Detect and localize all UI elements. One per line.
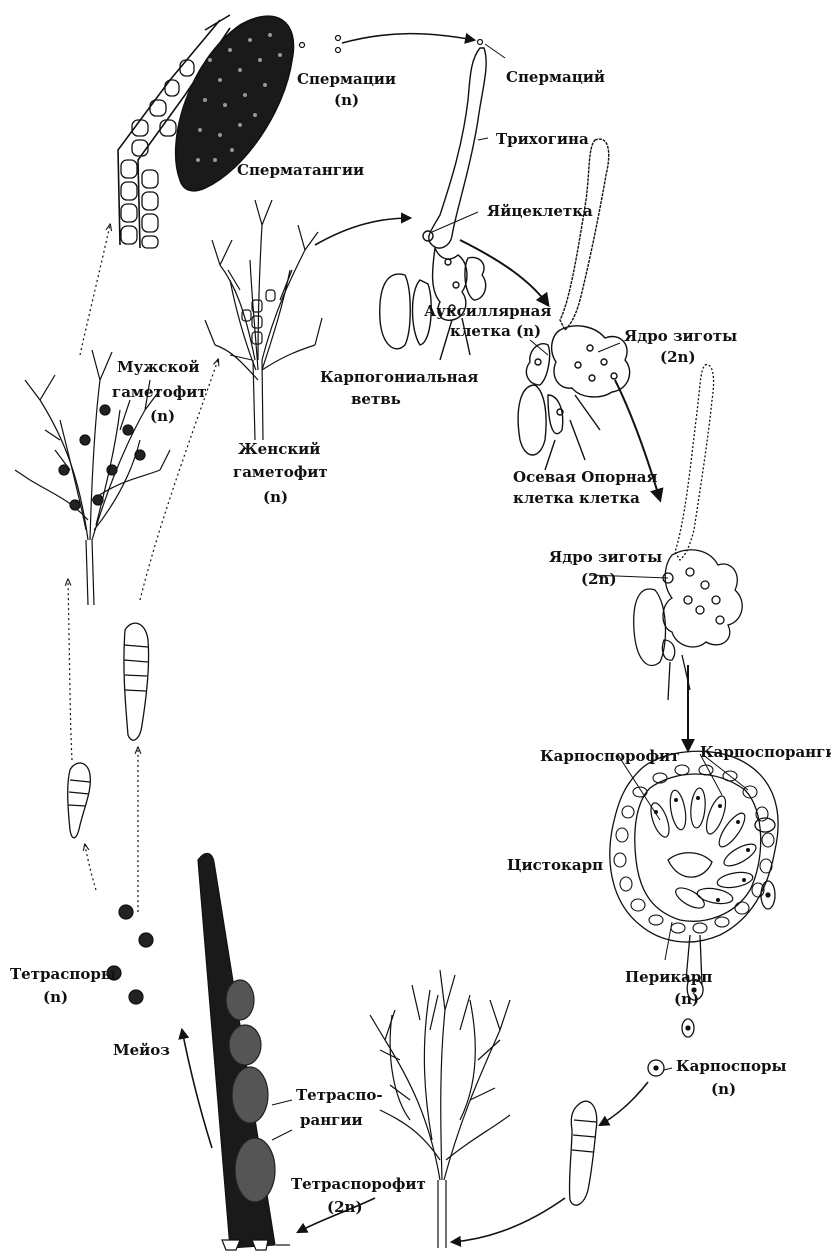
label-tetrasporangia-1: Тетраспо- (296, 1086, 383, 1105)
label-trichogyne: Трихогина (496, 130, 589, 149)
label-male-gametophyte-ploidy: (n) (150, 407, 175, 426)
dotted-cycle-arrows (68, 225, 218, 912)
label-zygote-nucleus-1-ploidy: (2n) (660, 348, 696, 367)
tetrasporangia-branch (198, 853, 290, 1250)
label-axial-support-1: Осевая Опорная (513, 468, 658, 487)
arrow-spermatia-to-trichogyne (342, 34, 474, 43)
label-carpospores: Карпоспоры (676, 1057, 786, 1076)
label-tetraspores: Тетраспоры (10, 965, 116, 984)
zygote-stage-drawing (634, 365, 742, 700)
label-auxiliary-cell-2: клетка (n) (450, 322, 541, 341)
germinating-tetraspores (68, 623, 149, 838)
spermatia-dots (300, 36, 483, 53)
label-pericarp: Перикарп (625, 968, 712, 987)
label-egg-cell: Яйцеклетка (487, 202, 593, 221)
label-cystocarp: Цистокарп (507, 856, 603, 875)
label-carpogonial-branch-1: Карпогониальная (320, 368, 478, 387)
germinating-carpospore (569, 1101, 596, 1205)
label-spermatia: Спермации (297, 70, 396, 89)
label-zygote-nucleus-2: Ядро зиготы (549, 548, 662, 567)
female-gametophyte-plant (205, 200, 322, 440)
label-spermatium: Спермаций (506, 68, 605, 87)
label-female-gametophyte-ploidy: (n) (263, 488, 288, 507)
label-carposporangia: Карпоспорангии (700, 743, 831, 762)
label-carpospores-ploidy: (n) (711, 1080, 736, 1099)
tetraspore-cells (107, 905, 153, 1004)
label-male-gametophyte-2: гаметофит (112, 383, 207, 402)
label-auxiliary-cell-1: Ауксиллярная (424, 302, 551, 321)
label-tetrasporophyte-ploidy: (2n) (327, 1198, 363, 1217)
label-zygote-nucleus-2-ploidy: (2n) (581, 570, 617, 589)
label-tetrasporangia-2: рангии (300, 1111, 363, 1130)
label-female-gametophyte-2: гаметофит (233, 463, 328, 482)
label-zygote-nucleus-1: Ядро зиготы (624, 327, 737, 346)
label-tetraspores-ploidy: (n) (43, 988, 68, 1007)
label-female-gametophyte-1: Женский (238, 440, 320, 459)
label-carpogonial-branch-2: ветвь (351, 390, 401, 409)
label-meiosis: Мейоз (113, 1041, 170, 1060)
label-tetrasporophyte: Тетраспорофит (291, 1175, 426, 1194)
label-axial-support-2: клетка клетка (513, 489, 640, 508)
label-spermatangia: Сперматангии (237, 161, 364, 180)
tetrasporophyte-plant (370, 970, 510, 1248)
label-pericarp-ploidy: (n) (674, 990, 699, 1009)
label-male-gametophyte-1: Мужской (117, 358, 199, 377)
label-carposporophyte: Карпоспорофит (540, 747, 679, 766)
cystocarp-drawing (610, 751, 778, 985)
label-spermatia-ploidy: (n) (334, 91, 359, 110)
